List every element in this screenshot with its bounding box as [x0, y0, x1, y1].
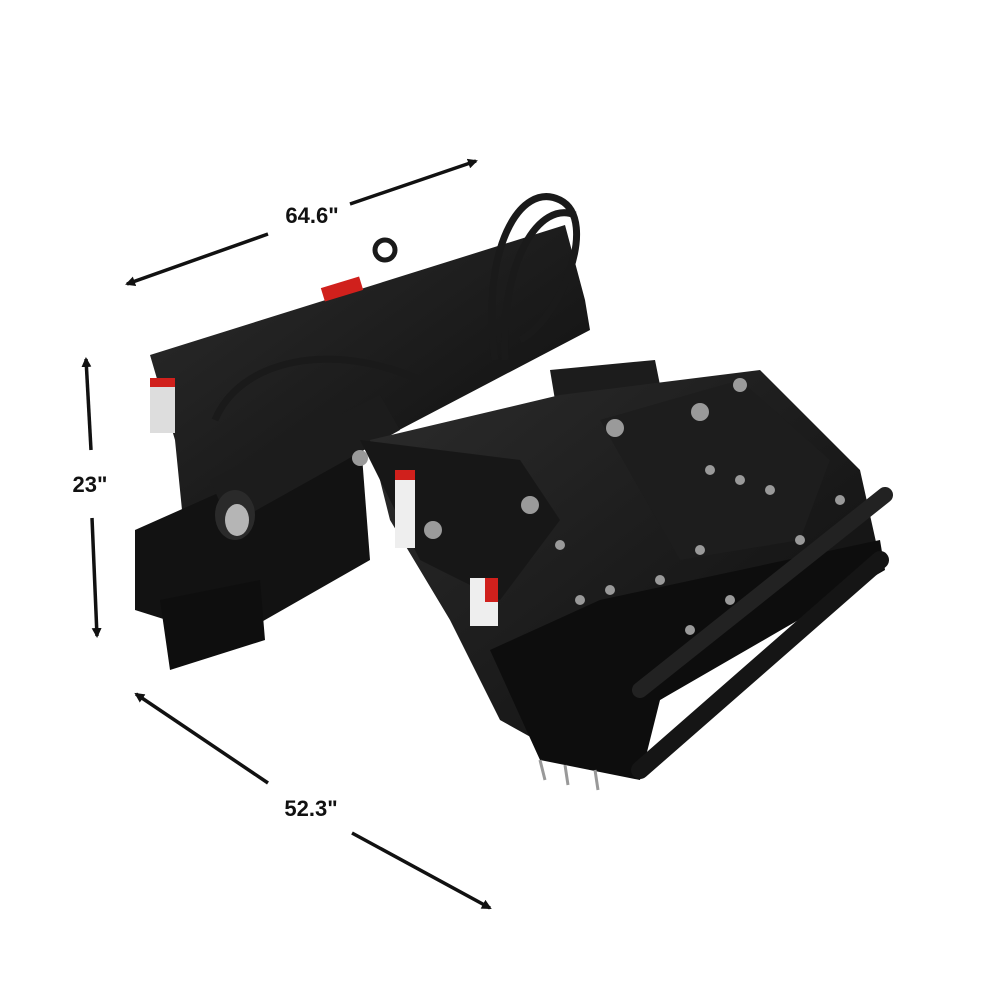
height-arrow-up: [81, 357, 93, 451]
danger-label: [395, 470, 415, 548]
compactor-frame: [352, 370, 893, 791]
dimension-arrows: [81, 158, 492, 910]
depth-arrow-left: [134, 692, 269, 785]
hydraulic-cylinders: [210, 360, 660, 540]
width-arrow-left: [125, 232, 269, 287]
depth-arrow-right: [351, 831, 492, 910]
cylinder-pin: [225, 504, 249, 536]
width-dimension-label: 64.6": [285, 203, 339, 228]
height-dimension-label: 23": [72, 472, 108, 497]
width-arrow-right: [349, 158, 478, 206]
warning-label: [150, 378, 175, 433]
depth-dimension-label: 52.3": [284, 796, 338, 821]
hydraulic-hoses: [211, 193, 580, 422]
height-arrow-down: [90, 517, 102, 638]
